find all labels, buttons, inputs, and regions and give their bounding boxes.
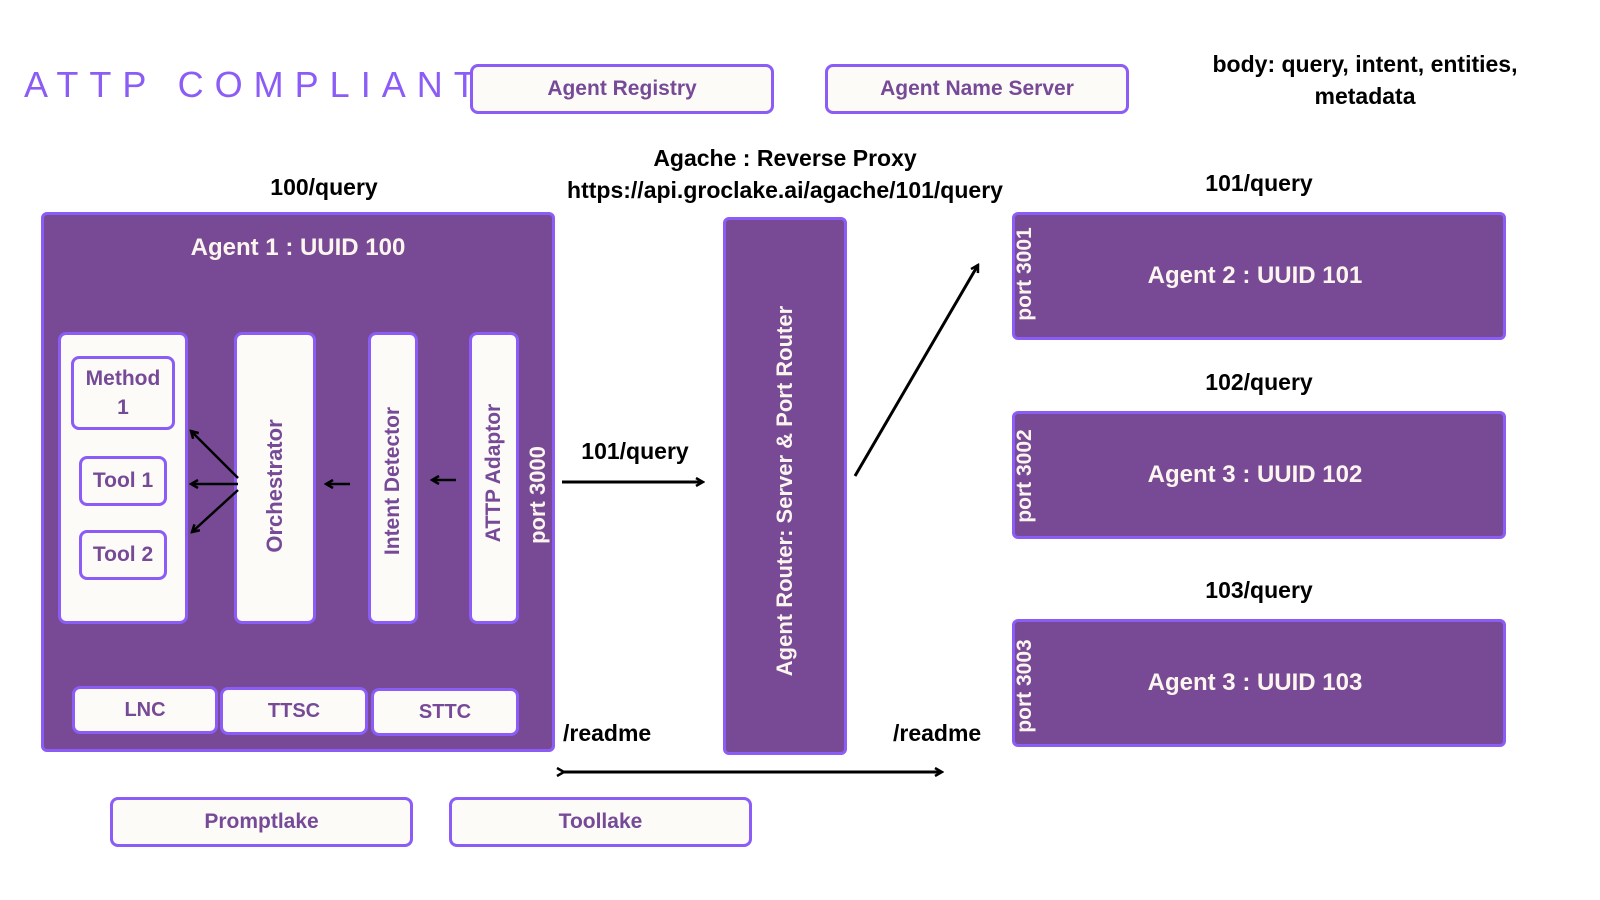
tool-2-box: Tool 2 [79, 530, 167, 580]
body-note: body: query, intent, entities, metadata [1190, 48, 1540, 112]
agent-name-server-label: Agent Name Server [880, 77, 1074, 100]
method-1-box: Method 1 [71, 356, 175, 430]
sttc-box: STTC [371, 688, 519, 736]
method-number: 1 [117, 396, 129, 419]
proxy-url: https://api.groclake.ai/agache/101/query [567, 177, 1003, 203]
proxy-name: Agache : Reverse Proxy [653, 145, 917, 171]
tool-1-box: Tool 1 [79, 456, 167, 506]
attp-adaptor-label: ATTP Adaptor [482, 403, 505, 543]
ttsc-label: TTSC [267, 699, 321, 722]
agent2-box [1012, 212, 1506, 340]
attp-adaptor-box [469, 332, 519, 624]
sttc-label: STTC [418, 700, 472, 723]
body-note-line2: metadata [1314, 83, 1416, 109]
agent3-box [1012, 411, 1506, 539]
agent4-route-label: 103/query [1205, 577, 1313, 603]
readme-left-label: /readme [563, 720, 652, 746]
method-label: Method [85, 367, 161, 390]
intent-detector-label: Intent Detector [381, 406, 404, 556]
reverse-proxy-label: Agache : Reverse Proxy https://api.grocl… [540, 142, 1030, 206]
readme-right-label: /readme [893, 720, 982, 746]
arrow-router-to-agent2 [853, 265, 980, 477]
agent2-route-label: 101/query [1205, 170, 1313, 196]
agent1-title: Agent 1 : UUID 100 [190, 234, 406, 261]
agent3-route-label: 102/query [1205, 369, 1313, 395]
promptlake-box: Promptlake [110, 797, 413, 847]
agent2-port-label: port 3001 [1013, 227, 1036, 321]
agent1-port-label: port 3000 [525, 446, 550, 544]
agent3-port-label: port 3002 [1013, 429, 1036, 523]
ttsc-box: TTSC [220, 687, 368, 735]
toollake-label: Toollake [558, 810, 643, 833]
agent1-route-label: 100/query [270, 174, 378, 200]
agent2-title: Agent 2 : UUID 101 [1147, 262, 1363, 289]
toollake-box: Toollake [449, 797, 752, 847]
agent3-title: Agent 3 : UUID 102 [1147, 461, 1363, 488]
agent-router-label: Agent Router: Server & Port Router [772, 305, 797, 677]
lnc-label: LNC [124, 698, 166, 721]
tool-2-label: Tool 2 [92, 543, 154, 566]
lnc-box: LNC [72, 686, 218, 734]
promptlake-label: Promptlake [204, 810, 319, 833]
agent4-title: Agent 3 : UUID 103 [1147, 669, 1363, 696]
intent-detector-box [368, 332, 418, 624]
agent4-port-label: port 3003 [1013, 639, 1036, 733]
agent-registry-label: Agent Registry [547, 77, 697, 100]
orchestrator-label: Orchestrator [262, 419, 287, 553]
agent-registry-box: Agent Registry [470, 64, 774, 114]
diagram-title: ATTP COMPLIANT [24, 64, 487, 105]
agent4-box [1012, 619, 1506, 747]
agent-name-server-box: Agent Name Server [825, 64, 1129, 114]
tool-1-label: Tool 1 [92, 469, 154, 492]
outgoing-route-label: 101/query [581, 438, 689, 464]
body-note-line1: body: query, intent, entities, [1212, 51, 1518, 77]
agent-router-box [723, 217, 847, 755]
